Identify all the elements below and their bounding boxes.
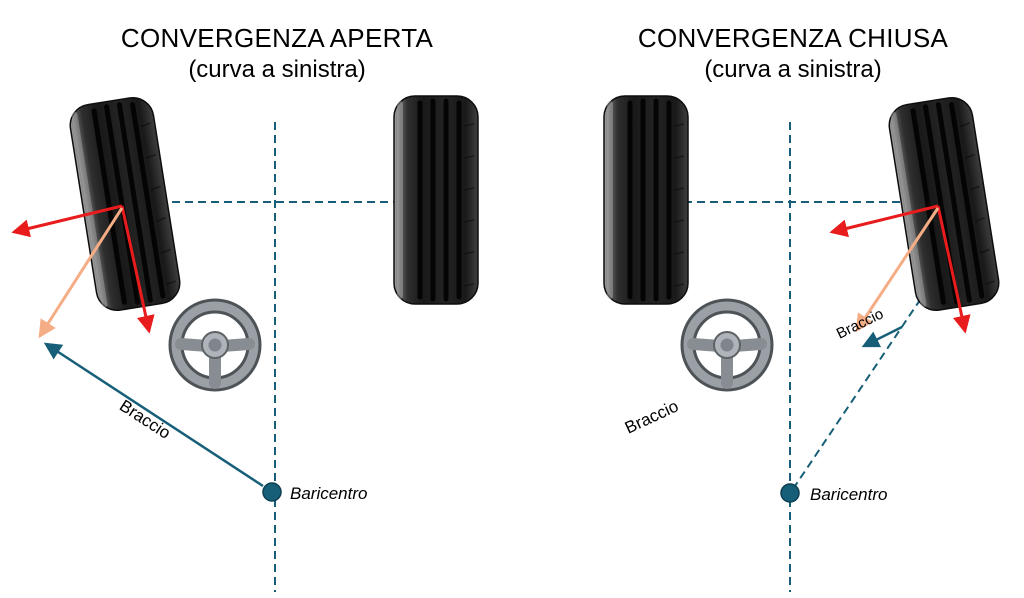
steering-wheel	[176, 306, 254, 384]
tire-front-right-steered	[886, 95, 1002, 314]
panel-toe-in: CONVERGENZA CHIUSA (curva a sinistra) Br…	[512, 0, 1024, 598]
scene-toe-in: Braccio Braccio Baricentro	[512, 0, 1024, 592]
lateral-force-arrow	[11, 204, 123, 238]
wheel-plane-force-arrow	[936, 205, 971, 334]
panel-title-block: CONVERGENZA CHIUSA (curva a sinistra)	[562, 22, 1024, 86]
tire-front-left	[604, 96, 688, 304]
panel-toe-out: CONVERGENZA APERTA (curva a sinistra) Br…	[11, 0, 512, 592]
tire-front-left-steered	[67, 95, 183, 314]
baricentro-dot	[780, 483, 800, 503]
baricentro-dot	[262, 482, 282, 502]
panel-subtitle: (curva a sinistra)	[704, 56, 882, 83]
panel-title: CONVERGENZA APERTA	[120, 23, 434, 53]
resultant-force-arrow	[855, 207, 940, 333]
baricentro-label: Baricentro	[290, 484, 367, 503]
panel-title: CONVERGENZA CHIUSA	[637, 23, 949, 53]
braccio-short-arrow	[861, 325, 903, 348]
baricentro-label: Baricentro	[810, 485, 887, 504]
braccio-label: Braccio	[116, 396, 174, 443]
lateral-force-arrow	[829, 204, 939, 238]
braccio-small-label: Braccio	[834, 305, 886, 342]
braccio-arrow	[43, 342, 264, 488]
scene-toe-out: Braccio Baricentro	[11, 0, 512, 592]
panel-title-block: CONVERGENZA APERTA (curva a sinistra)	[42, 22, 512, 86]
resultant-force-arrow	[38, 207, 124, 339]
braccio-label: Braccio	[622, 396, 681, 437]
panel-subtitle: (curva a sinistra)	[188, 56, 366, 83]
braccio-dashed-line	[792, 290, 927, 490]
tire-front-right	[394, 96, 478, 304]
steering-wheel	[688, 306, 766, 384]
wheel-plane-force-arrow	[120, 205, 155, 334]
